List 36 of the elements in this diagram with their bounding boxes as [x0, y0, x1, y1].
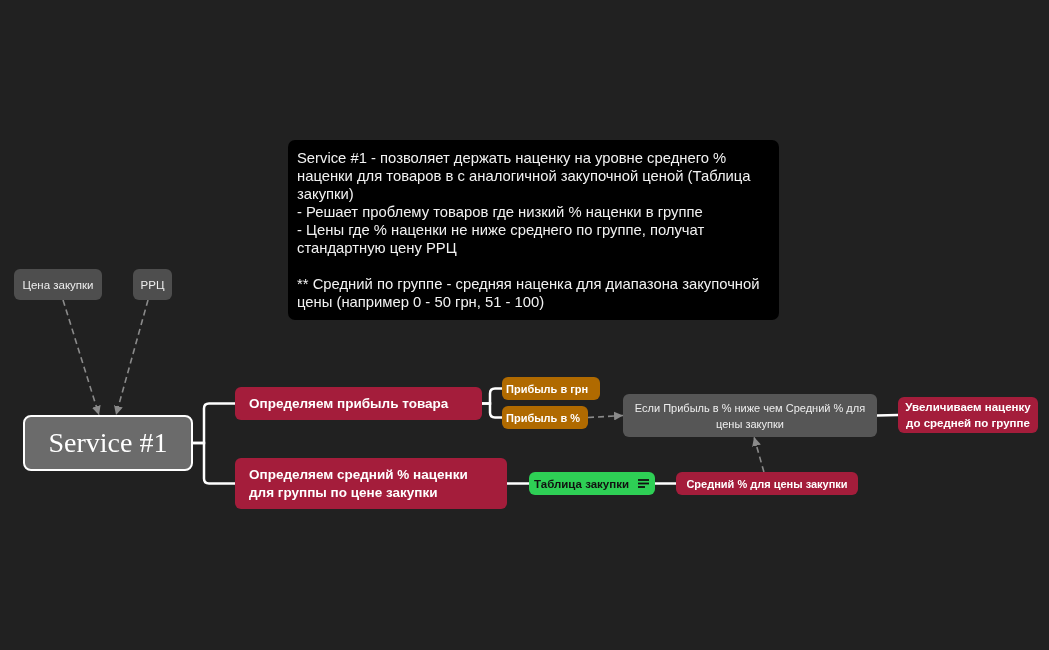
note-card	[288, 140, 779, 320]
subtopic-text: Прибыль в грн	[506, 382, 589, 395]
central-topic-text: Service #1	[48, 427, 168, 459]
connector-line	[655, 482, 676, 485]
dashed-arrow	[752, 436, 765, 473]
subtopic-text: Таблица закупки	[534, 477, 629, 490]
note-text: Service #1 - позволяет держать наценку на уровне среднего % наценки для товаров в с аналогичной закупочной ценой (Таблица закупки)	[297, 149, 752, 203]
connector-line	[193, 441, 235, 485]
topic-text: Цена закупки	[22, 278, 94, 291]
condition-box	[623, 394, 877, 437]
branch-text: Определяем прибыль товара	[249, 394, 449, 413]
connector-line	[507, 482, 529, 485]
topic-box	[133, 269, 172, 300]
connector-line	[876, 413, 899, 417]
note-text: - Цены где % наценки не ниже среднего по группе, получат стандартную цену РРЦ	[297, 221, 706, 257]
subtopic-text: Средний % для цены закупки	[686, 477, 848, 490]
subtopic-text: Прибыль в %	[506, 411, 580, 424]
subtopic-box	[898, 397, 1038, 433]
note-text: - Решает проблему товаров где низкий % наценки в группе	[297, 203, 704, 221]
subtopic-text: Увеличиваем наценку до средней по группе	[904, 400, 1032, 431]
central-topic-box	[23, 415, 193, 471]
subtopic-box	[676, 472, 858, 495]
branch-box	[235, 458, 507, 509]
subtopic-box	[529, 472, 655, 495]
subtopic-box	[502, 406, 588, 429]
subtopic-box	[502, 377, 600, 400]
dashed-arrow	[62, 299, 101, 416]
branch-text: Определяем средний % наценки для группы по цене закупки	[249, 465, 469, 502]
topic-text: РРЦ	[140, 278, 165, 291]
branch-box	[235, 387, 482, 420]
topic-box	[14, 269, 102, 300]
dashed-arrow	[114, 299, 149, 416]
note-text: ** Средний по группе - средняя наценка для диапазона закупочной цены (например 0 - 50 грн, 51 - 100)	[297, 275, 761, 311]
dashed-arrow	[587, 411, 624, 421]
condition-text: Если Прибыль в % ниже чем Средний % для цены закупки	[633, 400, 867, 432]
connector-line	[482, 402, 502, 419]
